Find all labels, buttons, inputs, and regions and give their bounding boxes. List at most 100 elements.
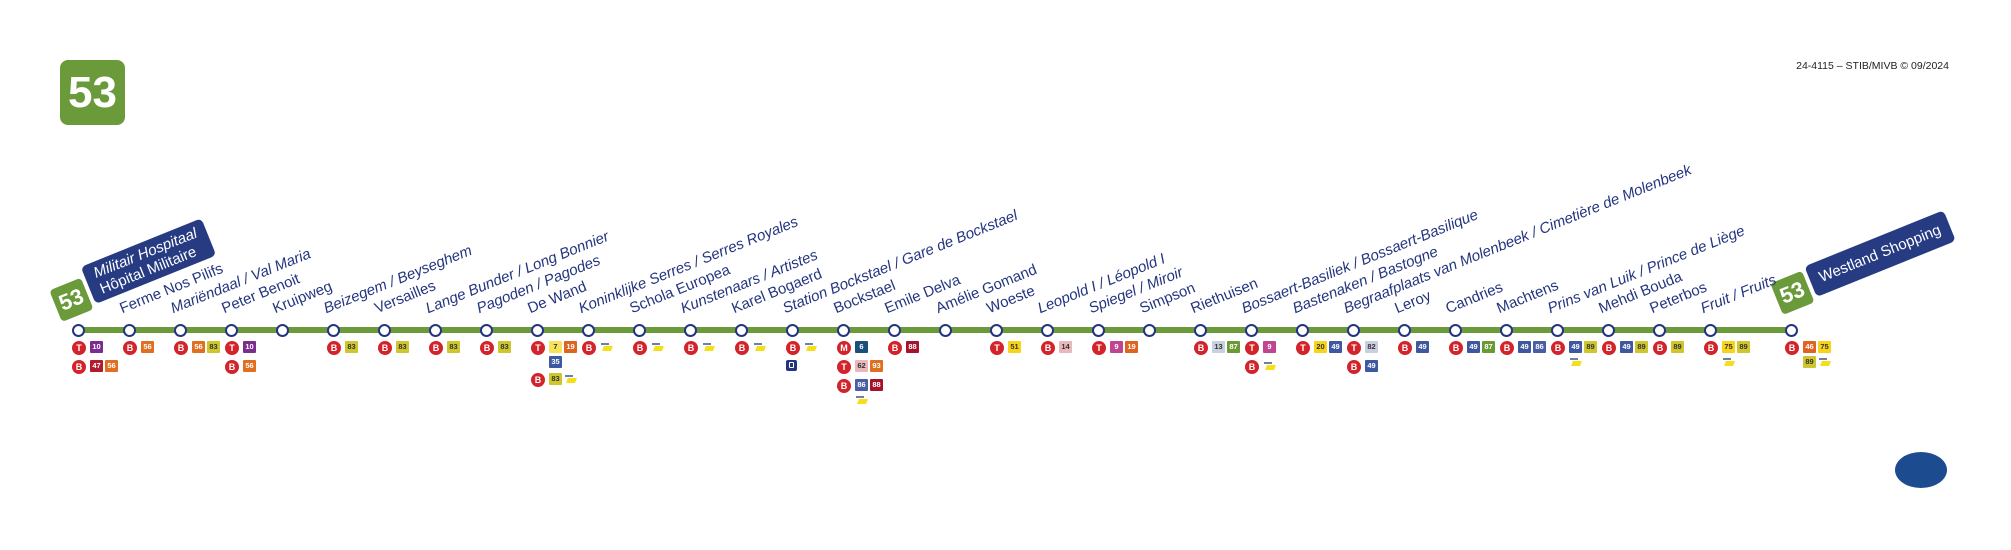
de-lijn-icon[interactable] [564,373,577,385]
stop-marker[interactable] [1143,324,1156,337]
line-badge[interactable]: 51 [1008,341,1021,353]
line-badge[interactable]: 82 [1365,341,1378,353]
de-lijn-icon[interactable] [1722,356,1735,368]
stop-marker[interactable] [429,324,442,337]
de-lijn-icon[interactable] [651,341,664,353]
line-badge[interactable]: 83 [207,341,220,353]
line-badge[interactable]: 14 [1059,341,1072,353]
stop-marker[interactable] [1296,324,1309,337]
line-badge[interactable]: 46 [1803,341,1816,353]
line-badge[interactable]: 56 [192,341,205,353]
stop-marker[interactable] [939,324,952,337]
line-badge[interactable]: 83 [549,373,562,385]
line-badge[interactable]: 88 [870,379,883,391]
de-lijn-icon[interactable] [753,341,766,353]
line-badge[interactable]: 49 [1416,341,1429,353]
tram-mode-icon: T [1092,341,1106,355]
line-badge[interactable]: 89 [1803,356,1816,368]
line-badge[interactable]: 83 [447,341,460,353]
line-badge[interactable]: 88 [906,341,919,353]
stop-marker[interactable] [378,324,391,337]
stop-marker[interactable] [1602,324,1615,337]
line-badge[interactable]: 13 [1212,341,1225,353]
de-lijn-icon[interactable] [1818,356,1831,368]
line-badge[interactable]: 86 [1533,341,1546,353]
line-badge[interactable]: 19 [1125,341,1138,353]
line-badge[interactable]: 89 [1635,341,1648,353]
de-lijn-icon[interactable] [702,341,715,353]
line-badge[interactable]: 75 [1818,341,1831,353]
line-badge[interactable]: 35 [549,356,562,368]
line-badge[interactable]: 86 [855,379,868,391]
line-badge[interactable]: 49 [1620,341,1633,353]
stop-marker[interactable] [633,324,646,337]
line-badge[interactable]: 56 [141,341,154,353]
stop-marker[interactable] [735,324,748,337]
stop-marker[interactable] [786,324,799,337]
line-badge[interactable]: 49 [1467,341,1480,353]
stop-marker[interactable] [1347,324,1360,337]
line-badge[interactable]: 56 [105,360,118,372]
line-badge[interactable]: 56 [243,360,256,372]
stop-marker[interactable] [888,324,901,337]
stop-marker[interactable] [837,324,850,337]
stop-name[interactable]: Candries [1443,278,1506,318]
line-badge[interactable]: 20 [1314,341,1327,353]
de-lijn-icon[interactable] [855,394,868,406]
de-lijn-icon[interactable] [600,341,613,353]
line-badge[interactable]: 62 [855,360,868,372]
stop-name[interactable]: Fruit / Fruits [1698,271,1779,318]
stop-marker[interactable] [327,324,340,337]
line-badge[interactable]: 49 [1569,341,1582,353]
line-badge[interactable]: 87 [1227,341,1240,353]
line-badge[interactable]: 9 [1110,341,1123,353]
stop-marker[interactable] [1398,324,1411,337]
line-badge[interactable]: 89 [1671,341,1684,353]
stop-marker[interactable] [276,324,289,337]
de-lijn-icon[interactable] [1263,360,1276,372]
stop-marker[interactable] [1653,324,1666,337]
line-badge[interactable]: 83 [345,341,358,353]
tram-mode-icon: T [531,341,545,355]
line-badge[interactable]: 49 [1518,341,1531,353]
line-badge[interactable]: 83 [498,341,511,353]
line-badge[interactable]: 89 [1737,341,1750,353]
line-badge[interactable]: 10 [90,341,103,353]
line-badge[interactable]: 7 [549,341,562,353]
stop-marker[interactable] [1704,324,1717,337]
line-badge[interactable]: 47 [90,360,103,372]
de-lijn-icon[interactable] [804,341,817,353]
stop-marker[interactable] [1194,324,1207,337]
stop-marker[interactable] [1500,324,1513,337]
line-badge[interactable]: 9 [1263,341,1276,353]
stop-marker[interactable] [990,324,1003,337]
stop-marker[interactable] [531,324,544,337]
stop-marker[interactable] [174,324,187,337]
stop-marker[interactable] [225,324,238,337]
line-badge[interactable]: 49 [1329,341,1342,353]
stop-marker[interactable] [480,324,493,337]
line-badge[interactable]: 89 [1584,341,1597,353]
de-lijn-icon[interactable] [1569,356,1582,368]
stop-marker[interactable] [1092,324,1105,337]
line-badge[interactable]: 49 [1365,360,1378,372]
stop-marker[interactable] [1041,324,1054,337]
line-badge[interactable]: 93 [870,360,883,372]
stop-marker[interactable] [123,324,136,337]
stop-marker[interactable] [1785,324,1798,337]
stop-marker[interactable] [1449,324,1462,337]
line-badge[interactable]: 19 [564,341,577,353]
stop-marker[interactable] [72,324,85,337]
stop-marker[interactable] [1551,324,1564,337]
line-badge[interactable]: 6 [855,341,868,353]
stop-marker[interactable] [684,324,697,337]
stop-marker[interactable] [1245,324,1258,337]
line-badge[interactable]: 83 [396,341,409,353]
line-badge[interactable]: 10 [243,341,256,353]
line-badge[interactable]: 87 [1482,341,1495,353]
line-badge[interactable]: 75 [1722,341,1735,353]
stop-marker[interactable] [582,324,595,337]
